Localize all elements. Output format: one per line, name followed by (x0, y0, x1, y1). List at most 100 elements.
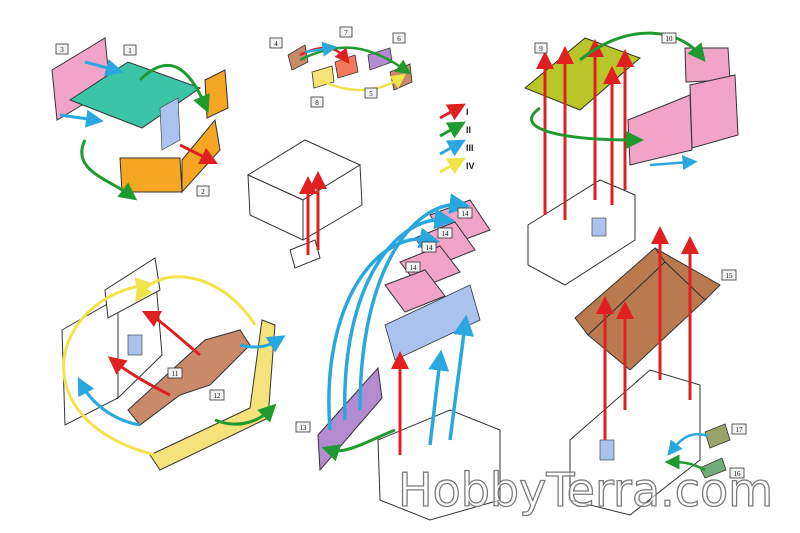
part-labels: 1 2 3 4 5 6 7 8 9 10 11 12 13 14 14 14 1… (55, 26, 747, 479)
part-10-pink-wall-front (627, 94, 693, 166)
part-16-green-piece (699, 457, 727, 479)
part-label-4: 4 (269, 37, 283, 49)
arrow-blue-2 (59, 109, 104, 128)
step-7-roof (569, 226, 731, 516)
part-label-10-text: 10 (666, 35, 674, 43)
step-6-gables (317, 193, 501, 521)
part-label-1: 1 (123, 44, 137, 56)
legend-label-3: III (466, 143, 474, 153)
watermark-text: HobbyTerra.com (398, 463, 773, 517)
part-label-14-c: 14 (421, 241, 437, 253)
part-label-14a-text: 14 (462, 210, 470, 218)
part-label-16-text: 16 (734, 470, 742, 478)
window-grille-2 (127, 334, 143, 356)
part-label-12-text: 12 (214, 392, 222, 400)
part-label-14d-text: 14 (410, 264, 418, 272)
arrow-blue-4 (649, 155, 698, 171)
legend-label-1: I (466, 107, 469, 117)
part-label-11-text: 11 (172, 370, 179, 378)
legend-item-1: I (439, 103, 469, 121)
part-label-3-text: 3 (60, 46, 64, 54)
part-label-3: 3 (55, 43, 69, 55)
arrow-blue-12 (667, 433, 709, 456)
small-base-part (289, 239, 321, 269)
arrow-yellow-2 (62, 277, 156, 457)
legend-item-3: III (439, 139, 474, 157)
part-label-5-text: 5 (369, 90, 373, 98)
legend-item-4: IV (439, 157, 475, 175)
arrow-green-1 (138, 63, 210, 114)
arrow-green-6 (214, 403, 277, 426)
arrow-yellow-1 (319, 73, 407, 92)
step-1-base-assembly (51, 37, 229, 201)
part-label-1-text: 1 (128, 47, 132, 55)
blue-grille-panel (159, 97, 181, 151)
step-2-small-parts (287, 41, 413, 92)
part-label-13-text: 13 (300, 424, 308, 432)
part-label-7: 7 (339, 26, 353, 38)
legend-label-4: IV (466, 161, 475, 171)
part-label-4-text: 4 (274, 40, 278, 48)
part-label-9-text: 9 (539, 45, 543, 53)
part-10-pink-wall-side (689, 74, 739, 149)
arrow-blue-6 (239, 335, 286, 353)
arrow-blue-3 (304, 41, 338, 57)
part-10-pink-wall-back (684, 47, 731, 83)
arrow-blue-8 (343, 208, 456, 421)
part-label-14-a: 14 (457, 207, 473, 219)
part-2-orange-back (204, 69, 229, 119)
arrow-green-4 (579, 31, 706, 63)
arrow-blue-5 (77, 377, 141, 427)
part-label-14-b: 14 (437, 227, 453, 239)
step-4-upper-floor (524, 31, 739, 286)
part-label-15-text: 15 (726, 272, 734, 280)
part-label-14c-text: 14 (426, 244, 434, 252)
step-5-tower-walls (61, 257, 286, 471)
arrow-blue-9 (358, 193, 471, 411)
part-label-5: 5 (364, 87, 378, 99)
part-label-15: 15 (721, 269, 737, 281)
part-label-16: 16 (729, 467, 745, 479)
part-label-7-text: 7 (344, 29, 348, 37)
arrow-green-8 (664, 454, 706, 472)
part-label-11: 11 (167, 367, 183, 379)
part-label-14b-text: 14 (442, 230, 450, 238)
part-15-roof-face (587, 261, 706, 371)
legend-label-2: II (466, 125, 471, 135)
arrow-green-5 (530, 106, 644, 149)
part-11-brown-frame (127, 329, 251, 426)
color-legend: I II III IV (439, 103, 475, 175)
window-grille-3 (599, 439, 615, 461)
part-label-2-text: 2 (201, 188, 205, 196)
arrow-green-2 (80, 139, 138, 201)
part-label-9: 9 (534, 42, 548, 54)
legend-item-2: II (439, 121, 471, 139)
arrow-red-11 (107, 356, 171, 397)
part-label-13: 13 (295, 421, 311, 433)
part-label-6: 6 (392, 32, 406, 44)
part-label-8-text: 8 (315, 99, 319, 107)
part-label-14-d: 14 (405, 261, 421, 273)
part-label-12: 12 (209, 389, 225, 401)
part-2-orange-walls (119, 157, 183, 193)
arrow-red-1 (179, 143, 219, 165)
white-box-lower (527, 179, 636, 286)
arrow-yellow-3 (134, 275, 257, 326)
part-12-yellow-rail (149, 319, 276, 471)
arrow-blue-10 (428, 349, 450, 446)
step-3-white-box (246, 139, 363, 269)
tower-base-front (377, 409, 501, 521)
part-label-17-text: 17 (736, 426, 744, 434)
part-label-17: 17 (731, 423, 747, 435)
part-17-green-block (704, 423, 731, 449)
arrow-green-7 (321, 428, 396, 462)
arrow-green-3 (299, 46, 412, 75)
blue-wall-panel (384, 284, 481, 361)
part-4-bracket (287, 44, 309, 71)
part-label-2: 2 (196, 185, 210, 197)
part-14-gable-d (384, 269, 446, 313)
part-label-8: 8 (310, 96, 324, 108)
arrow-blue-11 (448, 314, 475, 441)
arrow-red-10 (141, 310, 201, 357)
